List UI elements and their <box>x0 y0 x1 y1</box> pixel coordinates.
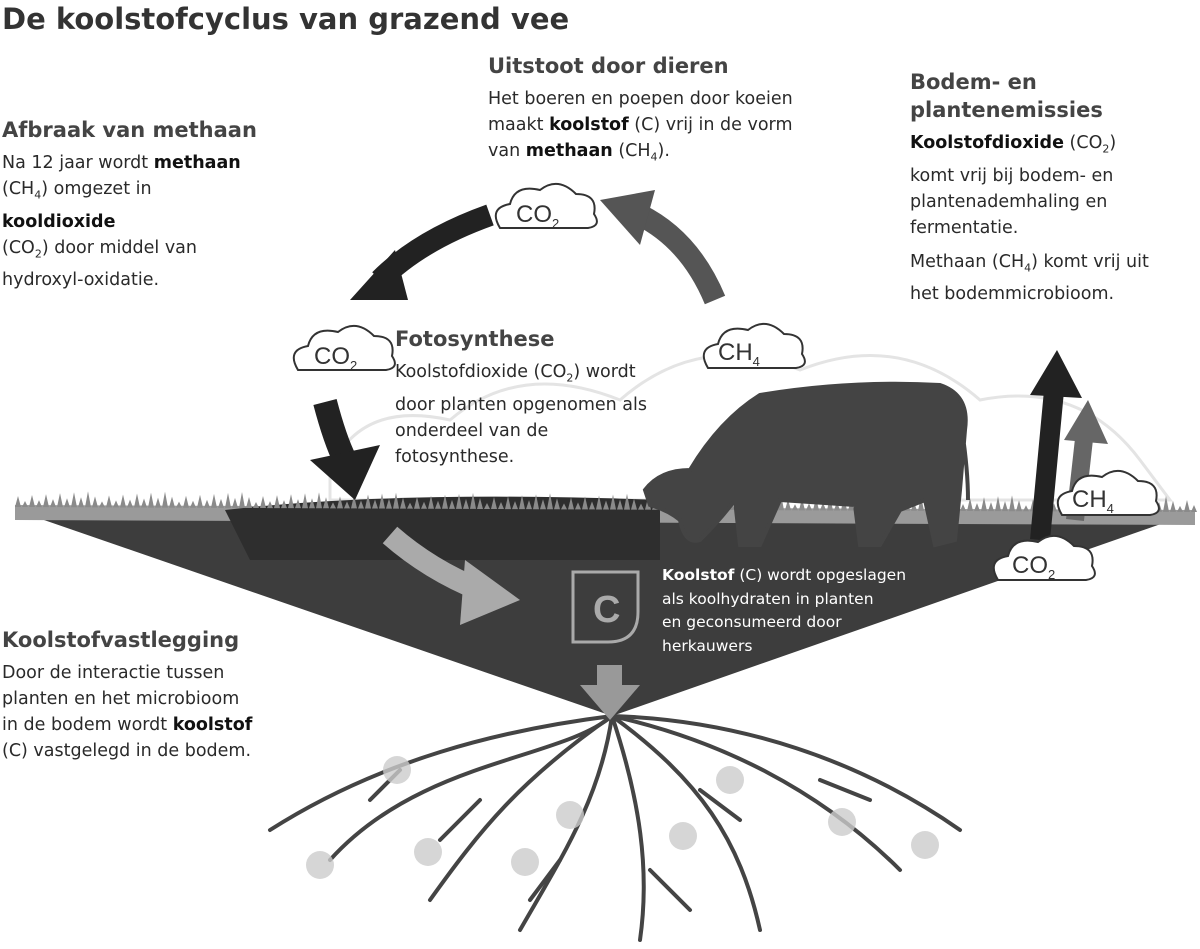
text-line: plantenademhaling en <box>910 191 1108 212</box>
text-line: maakt koolstof (C) vrij in de vorm <box>488 115 793 135</box>
cow-silhouette <box>642 381 970 548</box>
carbon-storage-block: Koolstof (C) wordt opgeslagen als koolhy… <box>662 564 906 658</box>
cloud-co2-soil: CO2 <box>992 535 1096 582</box>
arrow-down-to-soil <box>580 665 640 720</box>
heading: Koolstofvastlegging <box>2 628 240 652</box>
svg-text:CH4: CH4 <box>718 339 760 369</box>
arrowhead <box>1030 350 1082 398</box>
text-line: van methaan (CH4). <box>488 141 670 164</box>
heading: Uitstoot door dieren <box>488 54 729 78</box>
soil-plant-emissions-block: Bodem- en plantenemissies Koolstofdioxid… <box>910 68 1149 307</box>
text-line: Koolstofdioxide (CO2) wordt <box>395 362 636 385</box>
methane-breakdown-block: Afbraak van methaan Na 12 jaar wordt met… <box>2 116 257 293</box>
text-line: hydroxyl-oxidatie. <box>2 270 160 290</box>
soil-nodules <box>306 756 939 879</box>
cloud-ch4-soil: CH4 <box>1056 470 1160 516</box>
arrowhead <box>350 250 408 300</box>
text-line: komt vrij bij bodem- en <box>910 165 1114 186</box>
text-line: en geconsumeerd door <box>662 613 842 631</box>
text-line: (CO2) door middel van <box>2 237 197 261</box>
carbon-icon-letter: C <box>593 589 620 631</box>
carbon-icon <box>571 570 640 644</box>
text-line: het bodemmicrobioom. <box>910 284 1115 304</box>
arrowhead <box>460 560 520 625</box>
svg-text:CH4: CH4 <box>1072 486 1114 516</box>
text-line: Na 12 jaar wordt methaan <box>2 153 241 173</box>
text-line: Koolstof (C) wordt opgeslagen <box>662 566 907 584</box>
carbon-sequestration-block: Koolstofvastlegging Door de interactie t… <box>2 626 252 764</box>
text-line: Koolstofdioxide (CO2) <box>910 133 1117 156</box>
text-line: als koolhydraten in planten <box>662 589 874 608</box>
text-line: kooldioxide <box>2 211 116 232</box>
cloud-co2-top: CO2 <box>494 183 598 231</box>
text-line: (C) vastgelegd in de bodem. <box>2 741 252 761</box>
svg-text:CO2: CO2 <box>1012 552 1055 582</box>
heading: Afbraak van methaan <box>2 118 257 142</box>
cloud-co2-left: CO2 <box>292 325 396 373</box>
text-line: in de bodem wordt koolstof <box>2 715 253 735</box>
cloud-ch4-cow: CH4 <box>702 323 806 369</box>
text-line: herkauwers <box>662 636 753 655</box>
heading: plantenemissies <box>910 98 1103 122</box>
arrowhead <box>1064 400 1108 444</box>
text-line: onderdeel van de <box>395 420 549 441</box>
text-line: door planten opgenomen als <box>395 394 648 415</box>
photosynthesis-block: Fotosynthese Koolstofdioxide (CO2) wordt… <box>395 325 647 470</box>
text-line: planten en het microbioom <box>2 689 240 709</box>
text-line: fotosynthese. <box>395 446 515 467</box>
text-line: Het boeren en poepen door koeien <box>488 89 793 109</box>
arrowhead <box>600 190 655 245</box>
roots <box>268 714 962 942</box>
text-line: fermentatie. <box>910 217 1019 238</box>
text-line: Door de interactie tussen <box>2 663 225 683</box>
arrowhead <box>310 445 380 500</box>
arrow-photosynthesis-down <box>313 398 356 466</box>
arrow-soil-emission-co2 <box>1030 379 1065 541</box>
heading: Bodem- en <box>910 70 1037 94</box>
svg-text:CO2: CO2 <box>314 343 357 373</box>
page-title: De koolstofcyclus van grazend vee <box>2 2 570 36</box>
text-line: (CH4) omgezet in <box>2 179 152 202</box>
heading: Fotosynthese <box>395 327 555 351</box>
text-line: Methaan (CH4) komt vrij uit <box>910 251 1149 275</box>
svg-text:CO2: CO2 <box>516 201 559 231</box>
arrow-ch4-up <box>634 205 726 305</box>
animal-emissions-block: Uitstoot door dieren Het boeren en poepe… <box>488 52 793 171</box>
